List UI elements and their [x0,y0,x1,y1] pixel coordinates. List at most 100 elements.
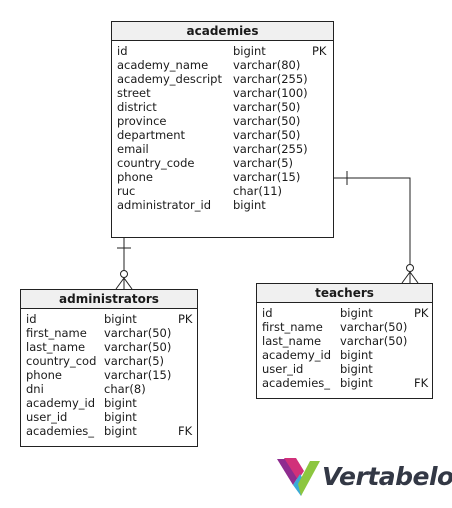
column-key: PK [414,306,429,320]
column-type: varchar(255) [233,72,308,86]
table-column-row[interactable]: phone varchar(15) [112,170,333,184]
column-name: id [26,312,37,326]
column-type: bigint [104,410,137,424]
table-column-row[interactable]: last_name varchar(50) [21,340,197,354]
column-type: bigint [340,362,373,376]
column-type: varchar(50) [104,340,172,354]
table-column-row[interactable]: district varchar(50) [112,100,333,114]
column-name: academy_descript [117,72,222,86]
table-title: teachers [257,284,432,303]
table-column-row[interactable]: user_id bigint [257,362,432,376]
column-type: varchar(50) [340,320,408,334]
column-name: academy_name [117,58,209,72]
column-type: varchar(50) [233,114,301,128]
table-title: academies [112,22,333,41]
column-name: academy_id [262,348,332,362]
table-column-row[interactable]: province varchar(50) [112,114,333,128]
column-type: bigint [104,424,137,438]
logo-shape-green [298,461,320,496]
column-name: province [117,114,167,128]
column-type: bigint [233,44,266,58]
column-name: academy_id [26,396,96,410]
column-type: varchar(50) [340,334,408,348]
column-type: varchar(100) [233,86,308,100]
table-column-row[interactable]: department varchar(50) [112,128,333,142]
table-title: administrators [21,290,197,309]
table-column-row[interactable]: academy_id bigint [257,348,432,362]
table-teachers[interactable]: teachers id bigint PK first_name varchar(50)… [256,283,433,399]
table-column-row[interactable]: dni char(8) [21,382,197,396]
column-type: bigint [340,376,373,390]
table-column-row[interactable]: academy_id bigint [21,396,197,410]
table-column-row[interactable]: last_name varchar(50) [257,334,432,348]
column-name: email [117,142,149,156]
column-type: varchar(15) [233,170,301,184]
column-name: phone [26,368,62,382]
column-key: FK [414,376,429,390]
column-name: last_name [26,340,86,354]
column-type: varchar(50) [104,326,172,340]
table-column-row[interactable]: country_code varchar(5) [112,156,333,170]
column-type: bigint [340,348,373,362]
table-column-row[interactable]: email varchar(255) [112,142,333,156]
column-type: varchar(5) [104,354,165,368]
vertabelo-logo: Vertabelo [276,456,452,500]
column-name: country_cod [26,354,97,368]
table-column-row[interactable]: id bigint PK [257,306,432,320]
table-column-row[interactable]: country_cod varchar(5) [21,354,197,368]
relationship-academies-teachers [334,171,419,284]
column-type: varchar(15) [104,368,172,382]
column-name: last_name [262,334,322,348]
column-key: PK [312,44,327,58]
column-key: FK [178,424,193,438]
column-name: department [117,128,186,142]
column-name: id [262,306,273,320]
table-column-row[interactable]: user_id bigint [21,410,197,424]
table-column-row[interactable]: id bigint PK [21,312,197,326]
table-column-row[interactable]: academy_descript varchar(255) [112,72,333,86]
column-type: varchar(50) [233,128,301,142]
column-name: first_name [26,326,87,340]
table-column-row[interactable]: phone varchar(15) [21,368,197,382]
column-type: bigint [104,312,137,326]
table-column-row[interactable]: street varchar(100) [112,86,333,100]
column-name: country_code [117,156,195,170]
column-type: bigint [340,306,373,320]
column-name: first_name [262,320,323,334]
table-column-row[interactable]: ruc char(11) [112,184,333,198]
column-key: PK [178,312,193,326]
column-type: char(8) [104,382,146,396]
column-type: varchar(5) [233,156,294,170]
logo-text: Vertabelo [322,462,452,491]
table-column-row[interactable]: academy_name varchar(80) [112,58,333,72]
column-type: varchar(80) [233,58,301,72]
column-name: user_id [26,410,68,424]
column-name: district [117,100,157,114]
column-type: varchar(50) [233,100,301,114]
table-column-row[interactable]: first_name varchar(50) [257,320,432,334]
column-name: academies_ [26,424,95,438]
column-type: bigint [104,396,137,410]
vertabelo-logo-icon [277,458,320,496]
column-type: char(11) [233,184,282,198]
table-column-row[interactable]: first_name varchar(50) [21,326,197,340]
column-name: phone [117,170,153,184]
relationship-academies-administrators [115,238,133,290]
column-type: varchar(255) [233,142,308,156]
column-name: academies_ [262,376,331,390]
column-name: street [117,86,151,100]
column-name: user_id [262,362,304,376]
column-name: dni [26,382,44,396]
column-name: ruc [117,184,136,198]
table-column-row[interactable]: academies_ bigint FK [257,376,432,390]
table-column-row[interactable]: academies_ bigint FK [21,424,197,438]
